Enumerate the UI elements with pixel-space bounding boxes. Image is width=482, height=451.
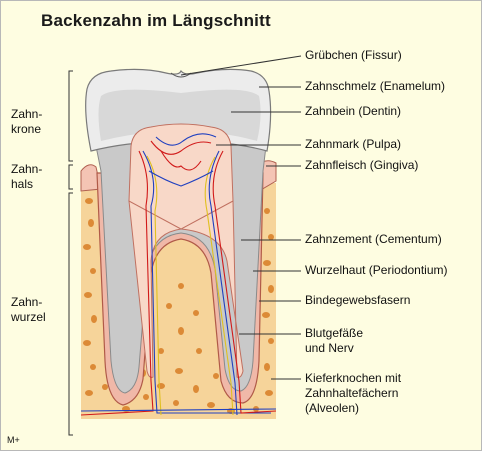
label-line: und Nerv xyxy=(305,341,354,355)
zone-label-line: Zahn- xyxy=(11,107,43,121)
enamel-inner-shade xyxy=(98,89,261,141)
label-schmelz: Zahnschmelz (Enamelum) xyxy=(305,79,446,93)
zone-label-hals: Zahn- hals xyxy=(11,162,42,192)
label-line: Blutgefäße xyxy=(305,326,364,340)
leader-fissur xyxy=(180,55,302,76)
label-fasern: Bindegewebsfasern xyxy=(305,293,411,307)
label-line: Kieferknochen mit xyxy=(305,371,402,385)
label-line: Zahnhaltefächern xyxy=(305,386,399,400)
zone-label-line: krone xyxy=(11,122,42,136)
label-zement: Zahnzement (Cementum) xyxy=(305,232,442,246)
label-wurzelhaut: Wurzelhaut (Periodontium) xyxy=(305,263,448,277)
zone-brackets xyxy=(68,70,73,436)
label-dentin: Zahnbein (Dentin) xyxy=(305,104,402,118)
label-line: (Alveolen) xyxy=(305,401,360,415)
zone-label-line: hals xyxy=(11,177,34,191)
label-fissur: Grübchen (Fissur) xyxy=(305,48,402,62)
label-gefaesse: Blutgefäße und Nerv xyxy=(305,326,363,356)
zone-label-line: wurzel xyxy=(11,310,46,324)
bracket-wurzel xyxy=(68,192,73,436)
zone-label-line: Zahn- xyxy=(11,295,43,309)
root-canal-left xyxy=(128,200,183,378)
label-knochen: Kieferknochen mit Zahnhaltefächern (Alve… xyxy=(305,371,401,416)
bone-spots xyxy=(83,198,274,414)
credit-mark: M+ xyxy=(7,435,20,445)
label-pulpa: Zahnmark (Pulpa) xyxy=(305,137,402,151)
zone-label-krone: Zahn- krone xyxy=(11,107,42,137)
diagram-title: Backenzahn im Längschnitt xyxy=(41,11,271,30)
zone-label-wurzel: Zahn- wurzel xyxy=(11,295,46,325)
bracket-hals xyxy=(68,164,73,190)
vessels-and-nerve xyxy=(80,133,277,416)
bracket-krone xyxy=(68,70,73,162)
zone-label-line: Zahn- xyxy=(11,162,43,176)
label-gingiva: Zahnfleisch (Gingiva) xyxy=(305,158,419,172)
leader-lines xyxy=(180,55,302,380)
